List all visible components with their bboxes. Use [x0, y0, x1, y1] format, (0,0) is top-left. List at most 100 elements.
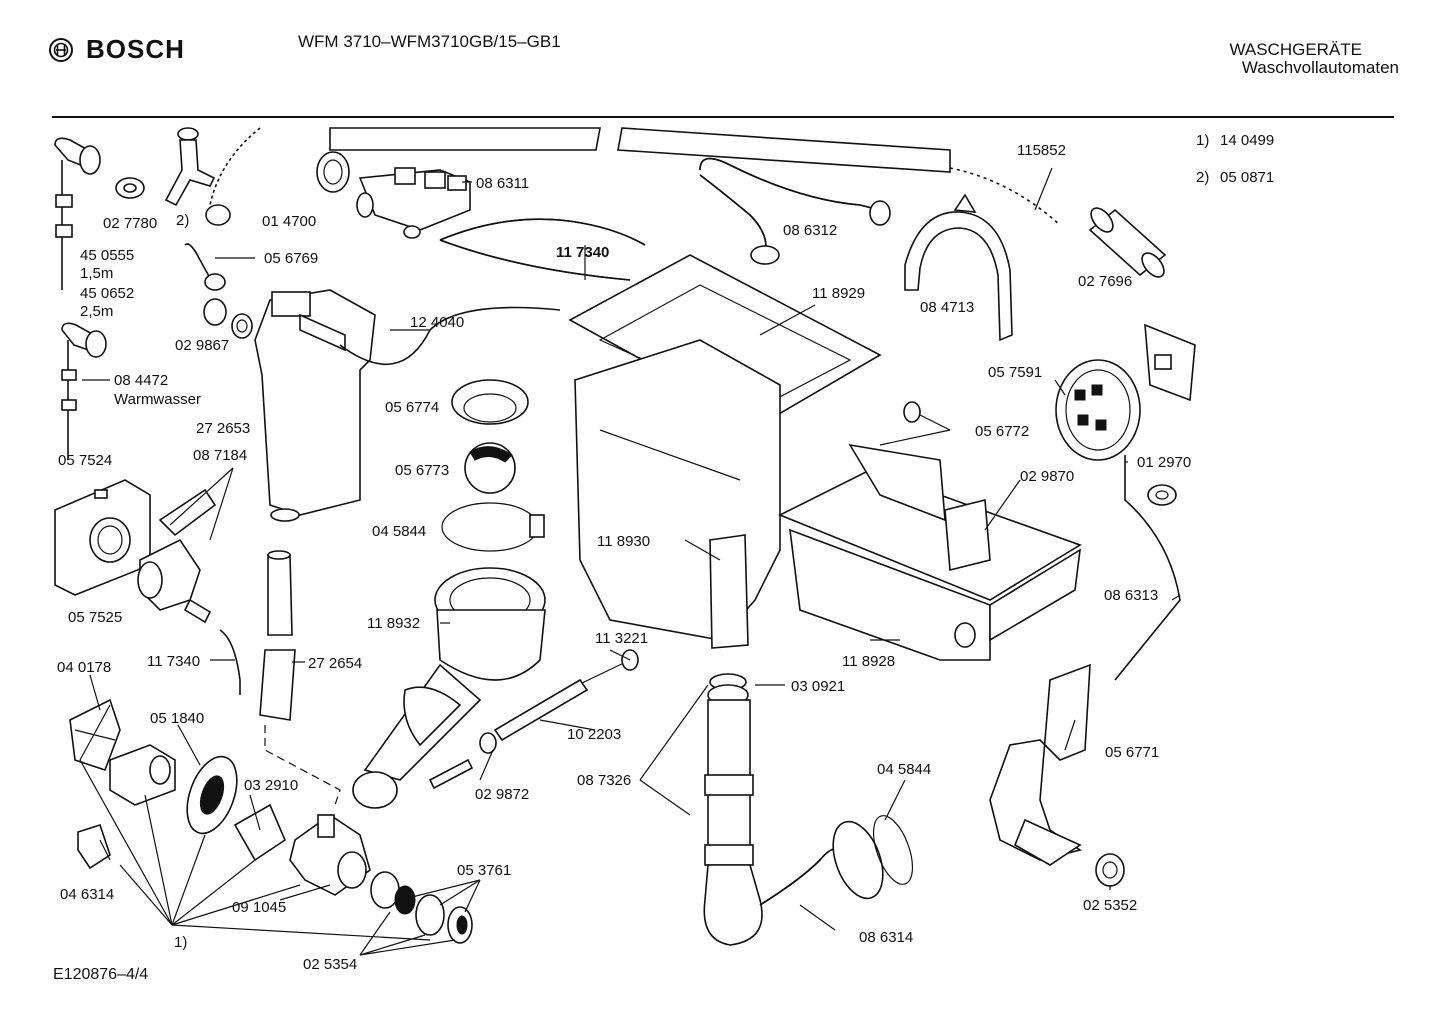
seal-056774 — [451, 379, 529, 425]
sump-118932 — [352, 567, 546, 809]
screw-056772 — [903, 401, 921, 423]
category-title: WASCHGERÄTE — [1229, 40, 1362, 59]
pump-disc-051840 — [186, 755, 238, 835]
footnote-code-1: 14 0499 — [1220, 132, 1274, 149]
label-272653: 27 2653 — [196, 420, 250, 437]
footnote-marker-2: 2) — [1196, 169, 1209, 186]
drain-pipe-087326 — [703, 673, 763, 946]
label-084472: 08 4472 — [114, 372, 168, 389]
pump-housing-091045 — [289, 814, 371, 896]
u-hose-086312 — [699, 157, 891, 265]
header-rule — [52, 116, 1394, 118]
label-117340-bottom: 11 7340 — [147, 653, 200, 670]
label-118930: 11 8930 — [597, 533, 650, 550]
label-15m: 1,5m — [80, 265, 113, 282]
label-029872: 02 9872 — [475, 786, 529, 803]
label-045844-b: 04 5844 — [877, 761, 931, 778]
label-040178: 04 0178 — [57, 659, 111, 676]
label-046314: 04 6314 — [60, 886, 114, 903]
hose-086313 — [1114, 455, 1181, 681]
detergent-container-272653 — [254, 289, 376, 522]
nut-012970 — [1147, 484, 1177, 506]
label-027780: 02 7780 — [103, 215, 157, 232]
bracket-056771 — [989, 663, 1091, 866]
drain-hose-left — [54, 137, 145, 290]
valve-087184 — [137, 488, 217, 624]
label-115852: 115852 — [1017, 142, 1066, 159]
label-086314: 08 6314 — [859, 929, 913, 946]
y-connector — [164, 127, 231, 226]
label-029870: 02 9870 — [1020, 468, 1074, 485]
connection-dashed-line — [264, 725, 341, 806]
label-032910: 03 2910 — [244, 777, 298, 794]
label-091045: 09 1045 — [232, 899, 286, 916]
hose-117340-top — [439, 218, 646, 281]
brand: BOSCH — [48, 34, 185, 65]
label-272654: 27 2654 — [308, 655, 362, 672]
footnote-code-2: 05 0871 — [1220, 169, 1274, 186]
inlet-hose-top — [209, 127, 951, 206]
label-note-2: 2) — [176, 212, 189, 229]
label-118928: 11 8928 — [842, 653, 895, 670]
label-note-1: 1) — [174, 934, 187, 951]
label-057524: 05 7524 — [58, 452, 112, 469]
label-012970: 01 2970 — [1137, 454, 1191, 471]
label-056773: 05 6773 — [395, 462, 449, 479]
footnote-marker-1: 1) — [1196, 132, 1209, 149]
label-450555: 45 0555 — [80, 247, 134, 264]
hose-clamp-014700 — [316, 151, 350, 193]
label-025352: 02 5352 — [1083, 897, 1137, 914]
label-118929: 11 8929 — [812, 285, 865, 302]
drawing-code: E120876–4/4 — [53, 966, 149, 983]
hose-117340-bottom — [219, 629, 241, 695]
hose-272654 — [259, 550, 296, 721]
dispenser-tray-118928 — [778, 443, 1082, 661]
label-056771: 05 6771 — [1105, 744, 1159, 761]
ring-045844-b — [872, 815, 914, 885]
cap-025352 — [1095, 853, 1125, 887]
label-087184: 08 7184 — [193, 447, 247, 464]
pump-motor-051840 — [109, 744, 176, 806]
label-102203: 10 2203 — [567, 726, 621, 743]
label-014700: 01 4700 — [262, 213, 316, 230]
label-056774: 05 6774 — [385, 399, 439, 416]
label-086313: 08 6313 — [1104, 587, 1158, 604]
label-118932: 11 8932 — [367, 615, 420, 632]
leader-lines — [79, 167, 1181, 956]
model-number: WFM 3710–WFM3710GB/15–GB1 — [298, 32, 561, 51]
label-450652: 45 0652 — [80, 285, 134, 302]
label-25m: 2,5m — [80, 303, 113, 320]
brand-name: BOSCH — [86, 34, 185, 64]
label-045844-a: 04 5844 — [372, 523, 426, 540]
fan-040178 — [69, 698, 121, 772]
label-086312: 08 6312 — [783, 222, 837, 239]
label-057525: 05 7525 — [68, 609, 122, 626]
label-056772: 05 6772 — [975, 423, 1029, 440]
label-051840: 05 1840 — [150, 710, 204, 727]
label-057591: 05 7591 — [988, 364, 1042, 381]
label-warmwasser: Warmwasser — [114, 391, 201, 408]
ball-056773 — [464, 442, 516, 494]
ring-045844-a — [441, 502, 545, 552]
dispenser-housing-118930 — [574, 339, 781, 649]
label-053761: 05 3761 — [457, 862, 511, 879]
filter-parts-053761 — [370, 871, 473, 944]
label-029867: 02 9867 — [175, 337, 229, 354]
bosch-logo-icon — [49, 37, 73, 62]
label-056769: 05 6769 — [264, 250, 318, 267]
label-124040: 12 4040 — [410, 314, 464, 331]
category-subtitle: Waschvollautomaten — [1241, 58, 1399, 77]
inlet-valve-086311 — [356, 167, 471, 239]
hose-086314 — [759, 820, 884, 906]
label-087326: 08 7326 — [577, 772, 631, 789]
label-086311: 08 6311 — [476, 175, 529, 192]
warm-water-hose-084472 — [61, 322, 107, 460]
impeller-032910 — [233, 803, 286, 862]
label-025354: 02 5354 — [303, 956, 357, 973]
label-027696: 02 7696 — [1078, 273, 1132, 290]
label-030921: 03 0921 — [791, 678, 845, 695]
pressure-switch-057591 — [1055, 323, 1196, 461]
label-113221: 11 3221 — [595, 630, 648, 647]
label-084713: 08 4713 — [920, 299, 974, 316]
